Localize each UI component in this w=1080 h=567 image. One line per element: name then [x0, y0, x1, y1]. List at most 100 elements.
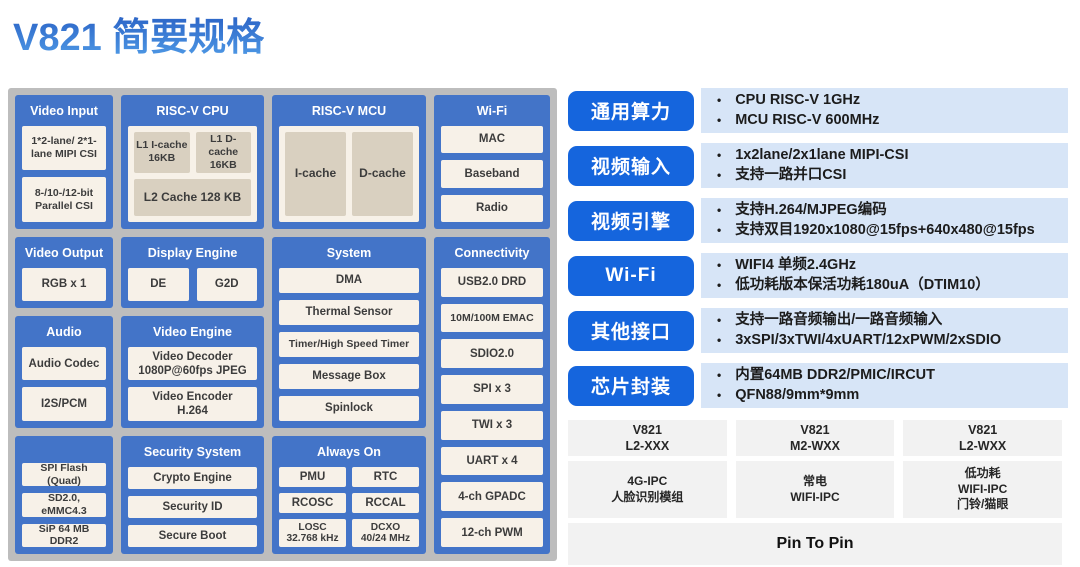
diagram-box-losc: LOSC 32.768 kHz: [279, 519, 346, 547]
diagram-box-radio: Radio: [441, 194, 543, 223]
diagram-box-l1-icache: L1 I-cache 16KB: [134, 131, 190, 173]
diagram-box-mipi-csi: 1*2-lane/ 2*1-lane MIPI CSI: [22, 125, 106, 171]
soc-block-diagram: Video Input 1*2-lane/ 2*1-lane MIPI CSI …: [8, 88, 557, 561]
block-body: PMU RTC RCOSC RCCAL LOSC 32.768 kHz DCXO…: [279, 466, 419, 547]
box-line: Video Encoder: [152, 391, 233, 404]
block-title: RISC-V CPU: [156, 104, 229, 118]
block-title: RISC-V MCU: [311, 104, 387, 118]
diagram-box-timer: Timer/High Speed Timer: [279, 331, 419, 357]
diagram-box-baseband: Baseband: [441, 160, 543, 188]
block-title: Connectivity: [454, 246, 530, 260]
cell-line: WIFI-IPC: [790, 489, 840, 504]
spec-label-wifi: Wi-Fi: [568, 255, 694, 296]
use-cell-4g-ipc: 4G-IPC 人脸识别模组: [568, 461, 727, 518]
spec-content: CPU RISC-V 1GHz MCU RISC-V 600MHz: [701, 88, 1068, 133]
bullet-icon: [717, 368, 721, 384]
diagram-box-pwm: 12-ch PWM: [441, 518, 543, 547]
block-title: Video Engine: [153, 325, 232, 339]
spec-label-compute: 通用算力: [568, 90, 694, 131]
block-wifi: Wi-Fi MAC Baseband Radio: [434, 95, 550, 229]
block-title: Always On: [317, 445, 381, 459]
cell-line: 常电: [802, 473, 827, 488]
spec-item-text: 支持一路并口CSI: [735, 167, 847, 183]
bullet-icon: [717, 168, 721, 184]
spec-row-video-input: 视频输入 1x2lane/2x1lane MIPI-CSI 支持一路并口CSI: [568, 143, 1068, 188]
block-system: System DMA Thermal Sensor Timer/High Spe…: [272, 237, 426, 428]
pin-to-pin-banner: Pin To Pin: [568, 523, 1062, 565]
use-cell-low-power: 低功耗 WIFI-IPC 门铃/猫眼: [903, 461, 1062, 518]
block-title: Security System: [143, 445, 242, 459]
box-line: 32.768 kHz: [286, 533, 339, 545]
cell-line: L2-WXX: [959, 439, 1007, 453]
diagram-box-video-encoder: Video Encoder H.264: [128, 387, 257, 421]
spec-item-text: CPU RISC-V 1GHz: [735, 92, 861, 109]
block-audio: Audio Audio Codec I2S/PCM: [15, 316, 113, 428]
block-title: Wi-Fi: [476, 104, 508, 118]
cell-line: 4G-IPC: [627, 473, 668, 488]
spec-item: WIFI4 单频2.4GHz: [701, 256, 1062, 275]
spec-item-text: MCU RISC-V 600MHz: [735, 112, 880, 128]
spec-item: 低功耗版本保活功耗180uA（DTIM10）: [701, 276, 1062, 295]
block-video-engine: Video Engine Video Decoder 1080P@60fps J…: [121, 316, 264, 428]
diagram-box-message-box: Message Box: [279, 363, 419, 389]
diagram-box-sdio: SDIO2.0: [441, 339, 543, 369]
block-body: Video Decoder 1080P@60fps JPEG Video Enc…: [128, 346, 257, 421]
diagram-box-rtc: RTC: [352, 466, 419, 488]
spec-item-text: 低功耗版本保活功耗180uA（DTIM10）: [735, 277, 990, 293]
box-line: 1080P@60fps JPEG: [138, 364, 247, 377]
spec-item-text: QFN88/9mm*9mm: [735, 387, 860, 403]
block-title: Video Output: [24, 246, 104, 260]
block-riscv-mcu: RISC-V MCU I-cache D-cache: [272, 95, 426, 229]
spec-content: 内置64MB DDR2/PMIC/IRCUT QFN88/9mm*9mm: [701, 363, 1068, 408]
spec-item-text: 3xSPI/3xTWI/4xUART/12xPWM/2xSDIO: [735, 332, 1002, 348]
diagram-box-spi-flash: SPI Flash (Quad): [22, 462, 106, 487]
diagram-box-l2-cache: L2 Cache 128 KB: [134, 178, 251, 216]
diagram-box-dcxo: DCXO 40/24 MHz: [352, 519, 419, 547]
spec-item: 内置64MB DDR2/PMIC/IRCUT: [701, 366, 1062, 385]
diagram-box-dma: DMA: [279, 267, 419, 293]
spec-row-package: 芯片封装 内置64MB DDR2/PMIC/IRCUT QFN88/9mm*9m…: [568, 363, 1068, 408]
diagram-box-thermal-sensor: Thermal Sensor: [279, 299, 419, 325]
diagram-box-dcache: D-cache: [352, 131, 413, 216]
bullet-icon: [717, 203, 721, 219]
cell-line: L2-XXX: [625, 439, 670, 453]
bullet-icon: [717, 223, 721, 239]
diagram-box-rgb: RGB x 1: [22, 267, 106, 301]
spec-item: 支持一路音频输出/一路音频输入: [701, 311, 1062, 330]
block-always-on: Always On PMU RTC RCOSC RCCAL LOSC 32.76…: [272, 436, 426, 554]
box-line: Video Decoder: [152, 350, 233, 363]
bullet-icon: [717, 93, 721, 109]
diagram-box-pmu: PMU: [279, 466, 346, 488]
box-line: 40/24 MHz: [360, 533, 411, 545]
block-body: MAC Baseband Radio: [441, 125, 543, 223]
diagram-box-uart: UART x 4: [441, 446, 543, 476]
spec-content: WIFI4 单频2.4GHz 低功耗版本保活功耗180uA（DTIM10）: [701, 253, 1068, 298]
spec-item: 支持一路并口CSI: [701, 166, 1062, 185]
cell-line: 人脸识别模组: [611, 489, 684, 504]
diagram-box-usb: USB2.0 DRD: [441, 267, 543, 297]
cell-line: WIFI-IPC: [958, 481, 1008, 496]
block-connectivity: Connectivity USB2.0 DRD 10M/100M EMAC SD…: [434, 237, 550, 554]
block-riscv-cpu: RISC-V CPU L1 I-cache 16KB L1 D-cache 16…: [121, 95, 264, 229]
diagram-box-sd-emmc: SD2.0, eMMC4.3: [22, 492, 106, 517]
block-body: USB2.0 DRD 10M/100M EMAC SDIO2.0 SPI x 3…: [441, 267, 543, 547]
bullet-icon: [717, 148, 721, 164]
spec-content: 1x2lane/2x1lane MIPI-CSI 支持一路并口CSI: [701, 143, 1068, 188]
variant-use-row: 4G-IPC 人脸识别模组 常电 WIFI-IPC 低功耗 WIFI-IPC 门…: [568, 461, 1062, 518]
diagram-box-rcosc: RCOSC: [279, 493, 346, 514]
variant-model-row: V821 L2-XXX V821 M2-WXX V821 L2-WXX: [568, 420, 1062, 456]
spec-item: CPU RISC-V 1GHz: [701, 91, 1062, 110]
spec-item-text: 支持H.264/MJPEG编码: [735, 202, 887, 219]
spec-row-other-io: 其他接口 支持一路音频输出/一路音频输入 3xSPI/3xTWI/4xUART/…: [568, 308, 1068, 353]
spec-label-video-input: 视频输入: [568, 145, 694, 186]
diagram-box-secure-boot: Secure Boot: [128, 524, 257, 547]
block-video-input: Video Input 1*2-lane/ 2*1-lane MIPI CSI …: [15, 95, 113, 229]
bullet-icon: [717, 278, 721, 294]
cell-line: 低功耗: [964, 466, 1001, 481]
block-title: Video Input: [30, 104, 98, 118]
use-cell-wifi-ipc: 常电 WIFI-IPC: [735, 461, 895, 518]
block-body: DE G2D: [128, 267, 257, 301]
diagram-box-rccal: RCCAL: [352, 493, 419, 514]
spec-item-text: 支持双目1920x1080@15fps+640x480@15fps: [735, 222, 1035, 238]
diagram-box-spi: SPI x 3: [441, 375, 543, 404]
